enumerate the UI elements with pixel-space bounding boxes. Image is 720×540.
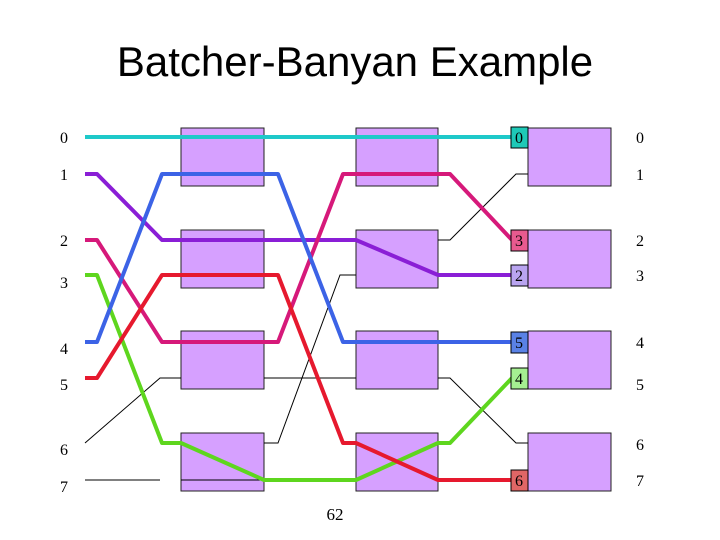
output-label-0: 0 [636, 130, 644, 147]
switch-boxes [180, 127, 612, 492]
input-label-5: 5 [60, 377, 68, 394]
route-green [85, 273, 514, 482]
tag-text-3: 5 [515, 335, 523, 352]
tag-text-5: 6 [515, 473, 523, 490]
input-labels: 0 1 2 3 4 5 6 7 [60, 130, 68, 496]
input-label-2: 2 [60, 233, 68, 250]
switch-s3-2 [527, 330, 612, 390]
output-label-2: 2 [636, 233, 644, 250]
input-label-4: 4 [60, 341, 68, 358]
output-label-6: 6 [636, 437, 644, 454]
input-label-3: 3 [60, 275, 68, 292]
input-label-1: 1 [60, 167, 68, 184]
tag-text-0: 0 [515, 130, 523, 147]
output-label-5: 5 [636, 377, 644, 394]
input-label-0: 0 [60, 130, 68, 147]
tag-box-5 [510, 469, 529, 492]
output-labels: 0 1 2 3 4 5 6 7 [636, 130, 644, 490]
route-blue [85, 172, 512, 344]
tag-box-2 [510, 264, 529, 287]
tag-box-4 [510, 367, 529, 390]
switch-s3-3 [527, 432, 612, 492]
switch-s1-2 [180, 330, 265, 390]
switch-s3-1 [527, 229, 612, 289]
tag-text-1: 3 [515, 233, 523, 250]
output-label-1: 1 [636, 167, 644, 184]
input-label-7: 7 [60, 479, 68, 496]
switch-s2-2 [355, 330, 439, 390]
route-purple [85, 172, 512, 277]
idle-link [84, 377, 181, 444]
output-label-7: 7 [636, 473, 644, 490]
tag-text-2: 2 [515, 268, 523, 285]
routes [85, 135, 514, 482]
destination-tags: 0 3 2 5 4 6 [510, 126, 529, 492]
route-magenta [85, 172, 514, 344]
tag-box-1 [510, 229, 529, 252]
slide-title: Batcher-Banyan Example [116, 38, 594, 85]
page-number: 62 [326, 505, 344, 524]
tag-text-4: 4 [515, 371, 523, 388]
tag-box-3 [510, 331, 529, 354]
route-red [85, 273, 512, 482]
output-label-3: 3 [636, 268, 644, 285]
tag-box-0 [510, 126, 529, 149]
switch-s3-0 [527, 127, 612, 187]
output-label-4: 4 [636, 335, 644, 352]
input-label-6: 6 [60, 442, 68, 459]
